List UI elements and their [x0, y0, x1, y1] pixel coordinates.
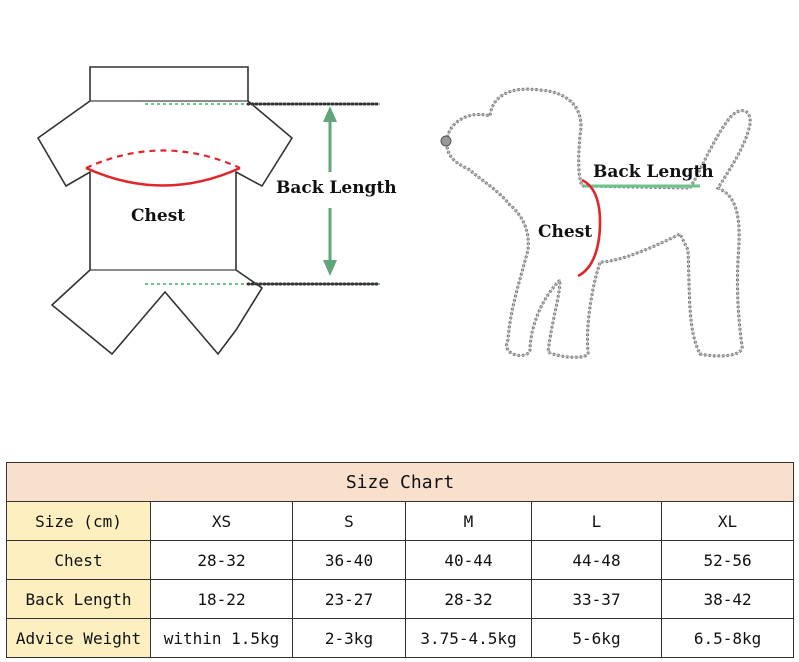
dog-outline-inner: [446, 88, 751, 358]
table-cell: 5-6kg: [531, 618, 662, 658]
dog-nose: [440, 135, 452, 147]
table-cell: 38-42: [660, 579, 795, 619]
header-cell-s: S: [292, 501, 406, 541]
size-chart-title: Size Chart: [5, 462, 795, 502]
dog-chest-line: [577, 178, 602, 278]
garment-diagram: Chest Back Length: [36, 66, 397, 356]
table-cell: 18-22: [150, 579, 293, 619]
size-chart-table: Size Chart Size (cm) XS S M L XL Chest 2…: [5, 462, 795, 658]
garment-back-length-label: Back Length: [276, 178, 397, 198]
table-cell: within 1.5kg: [150, 618, 293, 658]
table-cell: 40-44: [405, 540, 532, 580]
row-label-back-length: Back Length: [6, 579, 151, 619]
table-cell: 3.75-4.5kg: [405, 618, 532, 658]
chest-line-front: [85, 166, 241, 187]
header-row: Size (cm) XS S M L XL: [6, 501, 795, 541]
row-label-chest: Chest: [6, 540, 151, 580]
table-cell: 6.5-8kg: [660, 618, 795, 658]
dog-back-length-label: Back Length: [593, 162, 714, 182]
measurement-diagram: Chest Back Length Back Length Chest: [36, 66, 752, 359]
garment-chest-label: Chest: [131, 206, 185, 226]
table-cell: 28-32: [405, 579, 532, 619]
dog-outline: [445, 87, 752, 359]
arrowhead-up: [323, 106, 337, 122]
table-cell: 44-48: [531, 540, 662, 580]
table-cell: 23-27: [292, 579, 406, 619]
table-row-back-length: Back Length 18-22 23-27 28-32 33-37 38-4…: [6, 579, 795, 619]
chest-line-back: [85, 149, 241, 170]
table-cell: 2-3kg: [292, 618, 406, 658]
arrowhead-down: [323, 260, 337, 276]
row-label-advice-weight: Advice Weight: [6, 618, 151, 658]
dog-chest-label: Chest: [538, 222, 592, 242]
header-cell-xs: XS: [150, 501, 293, 541]
dog-diagram: Back Length Chest: [440, 87, 752, 359]
table-cell: 52-56: [660, 540, 795, 580]
table-row-advice-weight: Advice Weight within 1.5kg 2-3kg 3.75-4.…: [6, 618, 795, 658]
table-cell: 36-40: [292, 540, 406, 580]
garment-outline: [36, 66, 294, 356]
header-cell-xl: XL: [660, 501, 795, 541]
header-cell-size: Size (cm): [6, 501, 151, 541]
table-cell: 28-32: [150, 540, 293, 580]
header-cell-l: L: [531, 501, 662, 541]
table-cell: 33-37: [531, 579, 662, 619]
header-cell-m: M: [405, 501, 532, 541]
table-row-chest: Chest 28-32 36-40 40-44 44-48 52-56: [6, 540, 795, 580]
